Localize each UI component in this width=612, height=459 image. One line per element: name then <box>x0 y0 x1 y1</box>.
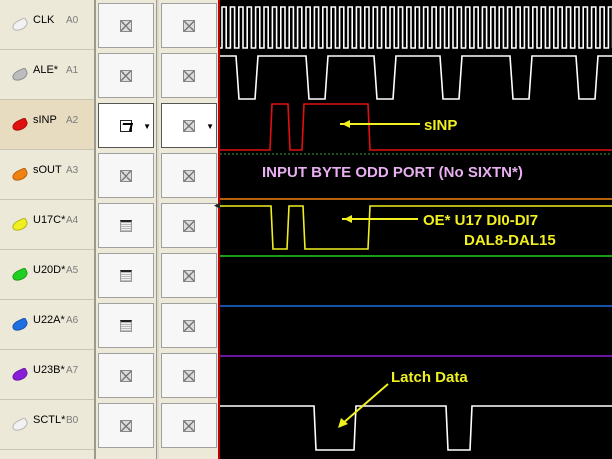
low-level-icon <box>120 320 132 332</box>
waveform-display: sINP INPUT BYTE ODD PORT (No SIXTN*) OE*… <box>220 6 612 451</box>
trigger-condition-button[interactable] <box>161 53 217 98</box>
signal-channel: A2 <box>66 115 79 126</box>
dont-care-icon <box>183 170 195 182</box>
splitter-handle-icon[interactable]: ◀ <box>214 200 221 210</box>
dont-care-icon <box>183 320 195 332</box>
signal-pen-icon <box>10 267 30 283</box>
signal-name: U23B* <box>33 364 65 376</box>
trigger-condition-button[interactable] <box>98 303 154 348</box>
signal-channel: A5 <box>66 265 79 276</box>
signal-row-sctl-n[interactable]: SCTL*B0 <box>0 400 94 450</box>
signal-row-sinp[interactable]: sINP A2 <box>0 100 94 150</box>
trace-ale <box>220 55 612 100</box>
signal-pen-icon <box>10 17 30 33</box>
trace-sinp <box>220 103 612 151</box>
dropdown-arrow-icon[interactable]: ▼ <box>206 122 214 131</box>
signal-row-clk[interactable]: CLK A0 <box>0 0 94 50</box>
signal-channel: A3 <box>66 165 79 176</box>
signal-name: CLK <box>33 14 55 26</box>
dont-care-icon <box>183 370 195 382</box>
signal-name: U17C* <box>33 214 66 226</box>
trigger-columns-panel: ▼▼ <box>96 0 220 459</box>
signal-channel: A0 <box>66 15 79 26</box>
signal-row-ale-n[interactable]: ALE* A1 <box>0 50 94 100</box>
dont-care-icon <box>183 220 195 232</box>
signal-name: U22A* <box>33 314 65 326</box>
annotation-latch: Latch Data <box>338 369 468 428</box>
trigger-condition-button[interactable] <box>98 253 154 298</box>
annotation-sinp: sINP <box>340 117 457 134</box>
signal-channel: A4 <box>66 215 79 226</box>
cursor-line[interactable] <box>218 0 220 459</box>
trigger-condition-button[interactable] <box>98 353 154 398</box>
trigger-condition-button[interactable] <box>161 203 217 248</box>
signal-pen-icon <box>10 117 30 133</box>
signal-name: SCTL* <box>33 414 66 426</box>
trace-u17c <box>220 205 612 250</box>
trigger-condition-button[interactable]: ▼ <box>161 103 217 148</box>
dont-care-icon <box>120 70 132 82</box>
signal-pen-icon <box>10 417 30 433</box>
trace-sctl <box>220 405 612 451</box>
trigger-condition-button[interactable] <box>161 3 217 48</box>
signal-channel: A7 <box>66 365 79 376</box>
signal-pen-icon <box>10 367 30 383</box>
annotation-latch-text: Latch Data <box>391 369 468 386</box>
signal-name: ALE* <box>33 64 59 76</box>
signal-row-u22a-n[interactable]: U22A*A6 <box>0 300 94 350</box>
signal-pen-icon <box>10 67 30 83</box>
dropdown-arrow-icon[interactable]: ▼ <box>143 122 151 131</box>
annotation-sinp-text: sINP <box>424 117 457 134</box>
dont-care-icon <box>120 370 132 382</box>
annotation-oe-line1: OE* U17 DI0-DI7 <box>423 212 538 229</box>
trigger-condition-button[interactable] <box>98 203 154 248</box>
signal-row-sout[interactable]: sOUT A3 <box>0 150 94 200</box>
trigger-condition-button[interactable] <box>98 53 154 98</box>
signal-channel: B0 <box>66 415 79 426</box>
trigger-condition-button[interactable] <box>98 403 154 448</box>
trigger-condition-button[interactable] <box>161 353 217 398</box>
rising-edge-icon <box>120 120 132 132</box>
dont-care-icon <box>183 120 195 132</box>
dont-care-icon <box>120 170 132 182</box>
dont-care-icon <box>183 20 195 32</box>
trace-clk <box>220 6 612 49</box>
signal-pen-icon <box>10 317 30 333</box>
signal-row-u17c-n[interactable]: U17C*A4 <box>0 200 94 250</box>
signal-name: U20D* <box>33 264 66 276</box>
trigger-condition-button[interactable] <box>161 253 217 298</box>
signal-row-u20d-n[interactable]: U20D*A5 <box>0 250 94 300</box>
dont-care-icon <box>183 70 195 82</box>
signal-channel: A6 <box>66 315 79 326</box>
dont-care-icon <box>183 420 195 432</box>
dont-care-icon <box>183 270 195 282</box>
dont-care-icon <box>120 420 132 432</box>
signal-pen-icon <box>10 167 30 183</box>
signal-row-u23b-n[interactable]: U23B*A7 <box>0 350 94 400</box>
annotation-oe-line2: DAL8-DAL15 <box>464 232 556 249</box>
annotation-title: INPUT BYTE ODD PORT (No SIXTN*) <box>262 164 523 181</box>
low-level-icon <box>120 220 132 232</box>
trigger-condition-button[interactable] <box>98 153 154 198</box>
signal-name: sINP <box>33 114 57 126</box>
trigger-condition-button[interactable] <box>161 153 217 198</box>
low-level-icon <box>120 270 132 282</box>
signal-pen-icon <box>10 217 30 233</box>
trigger-condition-button[interactable] <box>161 303 217 348</box>
annotation-oe: OE* U17 DI0-DI7 DAL8-DAL15 <box>342 212 556 249</box>
trigger-condition-button[interactable] <box>98 3 154 48</box>
trigger-condition-button[interactable]: ▼ <box>98 103 154 148</box>
signal-name: sOUT <box>33 164 62 176</box>
trigger-condition-button[interactable] <box>161 403 217 448</box>
waveform-traces <box>220 6 612 451</box>
signal-channel: A1 <box>66 65 79 76</box>
panel-separator[interactable] <box>94 0 96 459</box>
dont-care-icon <box>120 20 132 32</box>
